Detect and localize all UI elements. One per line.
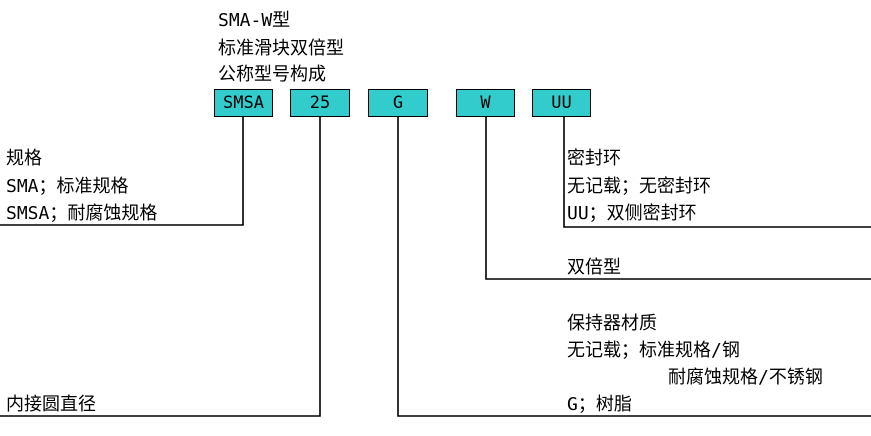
spec-line-2: SMSA；耐腐蚀规格	[6, 203, 158, 224]
code-box-smsa: SMSA	[214, 89, 273, 117]
spec-heading: 规格	[6, 148, 42, 169]
title-line-2: 标准滑块双倍型	[218, 38, 344, 59]
double-label: 双倍型	[567, 257, 621, 278]
title-line-3: 公称型号构成	[218, 64, 326, 85]
line-inner-diameter	[0, 117, 321, 417]
line-double	[485, 117, 871, 280]
spec-line-1: SMA；标准规格	[6, 176, 129, 197]
code-box-uu: UU	[532, 89, 591, 117]
retainer-heading: 保持器材质	[567, 313, 657, 334]
line-retainer	[397, 117, 871, 417]
line-spec	[0, 117, 244, 226]
title-line-1: SMA-W型	[218, 10, 291, 31]
seal-heading: 密封环	[567, 148, 621, 169]
retainer-line-2: 耐腐蚀规格/不锈钢	[668, 367, 823, 388]
code-box-25: 25	[290, 89, 350, 117]
code-box-w: W	[456, 89, 515, 117]
line-seal	[563, 117, 871, 228]
retainer-line-3: G；树脂	[567, 394, 632, 415]
retainer-line-1: 无记载；标准规格/钢	[567, 340, 740, 361]
inner-diameter-label: 内接圆直径	[6, 394, 96, 415]
seal-line-1: 无记载；无密封环	[567, 176, 711, 197]
code-box-g: G	[368, 89, 428, 117]
seal-line-2: UU；双侧密封环	[567, 203, 697, 224]
